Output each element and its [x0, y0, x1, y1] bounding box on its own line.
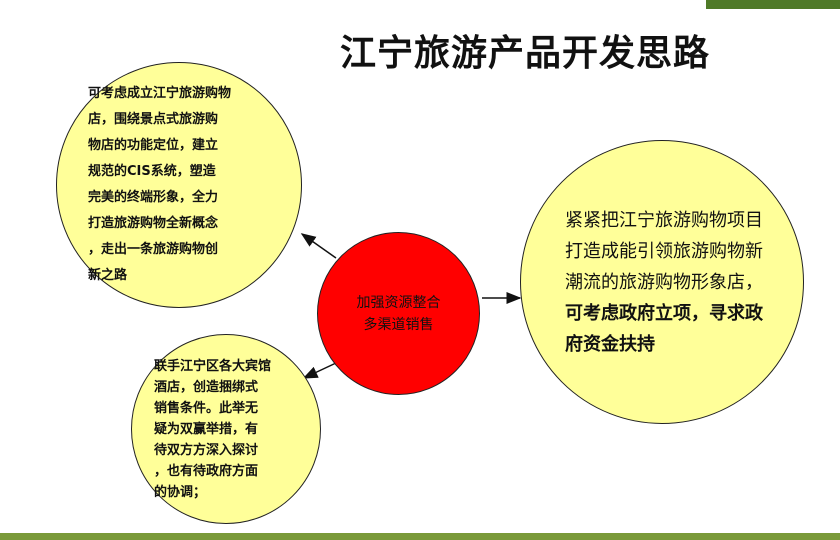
- circle-bottom-left: 联手江宁区各大宾馆 酒店，创造捆绑式 销售条件。此举无 疑为双赢举措，有 待双方…: [131, 334, 321, 524]
- circle-right-text-normal: 紧紧把江宁旅游购物项目打造成能引领旅游购物新潮流的旅游购物形象店，: [565, 209, 763, 293]
- arrow-to-top-left: [300, 233, 337, 259]
- page-title: 江宁旅游产品开发思路: [339, 33, 710, 74]
- circle-top-left: 可考虑成立江宁旅游购物 店，围绕景点式旅游购 物店的功能定位，建立 规范的CIS…: [56, 62, 302, 308]
- bottom-accent-bar: [0, 533, 840, 540]
- circle-right-text-bold: 可考虑政府立项，寻求政府资金扶持: [565, 302, 763, 355]
- circle-right-text: 紧紧把江宁旅游购物项目打造成能引领旅游购物新潮流的旅游购物形象店， 可考虑政府立项…: [565, 205, 765, 360]
- circle-center: 加强资源整合 多渠道销售: [317, 232, 480, 395]
- arrow-to-bottom-left: [302, 362, 337, 379]
- circle-top-left-text: 可考虑成立江宁旅游购物 店，围绕景点式旅游购 物店的功能定位，建立 规范的CIS…: [88, 86, 232, 283]
- circle-bottom-left-text: 联手江宁区各大宾馆 酒店，创造捆绑式 销售条件。此举无 疑为双赢举措，有 待双方…: [154, 358, 272, 500]
- circle-right: 紧紧把江宁旅游购物项目打造成能引领旅游购物新潮流的旅游购物形象店， 可考虑政府立项…: [520, 140, 804, 424]
- circle-center-text: 加强资源整合 多渠道销售: [356, 294, 441, 333]
- top-accent-bar: [706, 0, 840, 9]
